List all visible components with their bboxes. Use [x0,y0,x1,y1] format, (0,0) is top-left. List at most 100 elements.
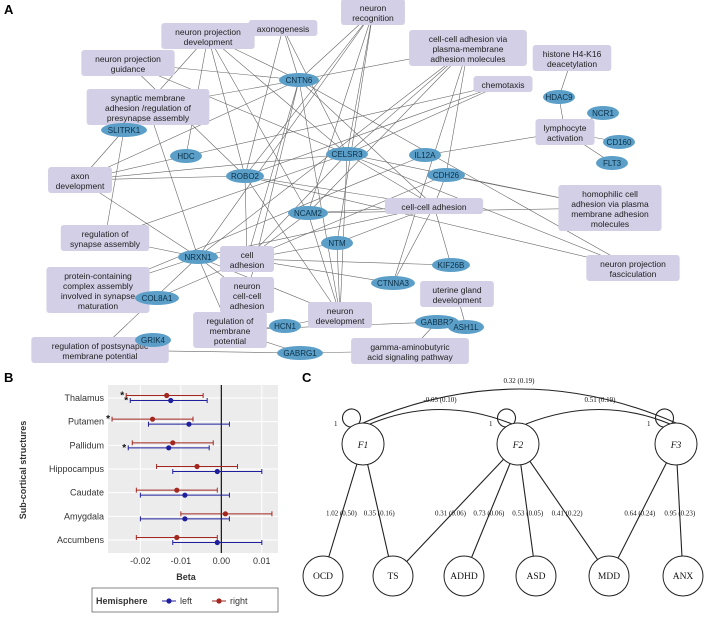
gene-label: CTNNA3 [377,279,410,288]
term-label: development [433,295,482,305]
point-estimate [194,463,200,470]
network-edge [207,35,309,214]
network-edge [336,11,374,244]
term-label: membrane potential [62,351,137,361]
gene-ellipse [226,169,264,183]
gene-node: GABRG1 [277,346,323,360]
term-label: regulation of [82,229,129,239]
term-label: complex assembly [63,281,134,291]
term-label: acid signaling pathway [367,352,453,362]
term-label: synaptic membrane [111,93,185,103]
term-label: lymphocyte [544,123,587,133]
term-node: axonogenesis [248,20,318,36]
network-edge [392,205,435,284]
term-box [48,167,112,193]
gene-label: KIF26B [438,261,465,270]
term-box [219,277,275,313]
gene-ellipse [326,147,368,161]
gene-label: NCR1 [592,109,614,118]
gene-node: KIF26B [432,258,470,272]
x-axis-title: Beta [176,572,197,582]
x-tick-label: -0.02 [130,556,151,566]
gene-label: CNTN6 [286,76,313,85]
gene-node: CDH26 [427,168,465,182]
gene-ellipse [288,206,328,220]
gene-node: CNTN6 [279,73,319,87]
gene-label: NRXN1 [184,253,212,262]
category-label: Caudate [70,488,104,498]
point-estimate [170,440,176,446]
observed-node [372,555,414,597]
sem-diagram: 0.32 (0.19)-0.05 (0.10)0.51 (0.19)1.02 (… [302,377,704,597]
point-estimate [214,468,220,475]
term-label: deacetylation [547,59,597,69]
term-box [60,225,150,251]
term-box [384,198,484,214]
gene-ellipse [178,250,218,264]
gene-label: HDAC9 [545,93,573,102]
term-label: neuron [234,281,261,291]
term-label: membrane adhesion [571,209,649,219]
gene-node: NCAM2 [288,206,328,220]
covariance-label: 0.32 (0.19) [504,377,536,385]
gene-ellipse [448,320,484,334]
point-estimate [222,511,228,517]
gene-label: ASH1L [453,323,479,332]
gene-node: ASH1L [448,320,484,334]
point-estimate [214,539,220,546]
term-label: neuron projection [95,54,161,64]
loading-path [520,464,534,557]
network-edge [392,47,469,284]
loading-label: 1.02 (0.50) [326,509,358,517]
loading-label: 0.53 (0.05) [512,509,544,517]
term-box [248,20,318,36]
term-label: cell-cell [233,291,261,301]
network-edge [282,27,300,81]
panel-a-label: A [4,2,14,17]
loading-label: 0.35 (0.16) [364,509,396,517]
gene-node: CD160 [603,135,635,149]
gene-label: CELSR3 [331,150,363,159]
term-label: maturation [78,301,118,311]
term-box [473,76,533,92]
loading-path [406,458,504,562]
network-edge [127,62,348,155]
term-node: cell-cell adhesion [384,198,484,214]
term-label: axonogenesis [257,24,309,34]
observed-node [515,555,557,597]
term-box [46,267,150,313]
loading-label: 0.95 (0.23) [664,509,696,517]
point-estimate [174,487,180,493]
term-node: cell-cell adhesion viaplasma-membraneadh… [409,30,527,66]
term-label: adhesion via plasma [571,199,649,209]
observed-label: MDD [598,572,620,582]
gene-label: COL8A1 [142,294,173,303]
term-label: cell [241,250,254,260]
network-edge [244,175,248,260]
gene-ellipse [135,291,179,305]
term-box [161,23,255,49]
term-box [341,0,405,25]
term-label: neuron projection [175,27,241,37]
covariance-arc [525,409,671,425]
term-node: chemotaxis [473,76,533,92]
category-label: Thalamus [64,393,104,403]
significance-star: * [122,443,126,454]
term-label: adhesion [230,260,265,270]
term-label: neuron projection [600,259,666,269]
term-label: guidance [111,64,146,74]
network-edge [346,153,634,269]
gene-node: NCR1 [587,106,619,120]
network-edge [244,11,374,177]
